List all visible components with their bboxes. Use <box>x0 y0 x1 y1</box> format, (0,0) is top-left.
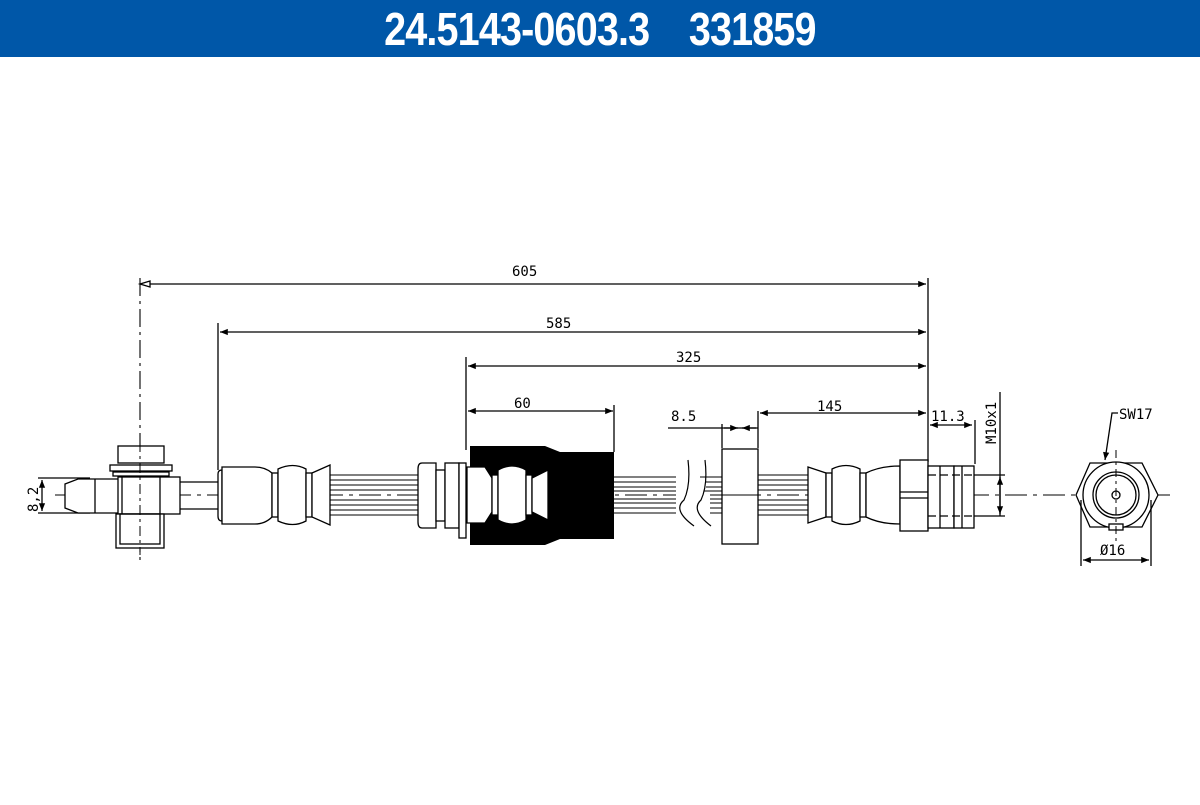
dim-8-5: 8.5 <box>671 409 696 425</box>
dim-60: 60 <box>514 396 531 412</box>
dim-605: 605 <box>512 264 537 280</box>
hose-left <box>330 474 418 516</box>
dim-11-3: 11.3 <box>931 409 965 425</box>
hose-right <box>758 474 808 516</box>
hex-end-view <box>1075 412 1159 566</box>
dim-585: 585 <box>546 316 571 332</box>
hose-clip <box>721 448 759 545</box>
part-number: 24.5143-0603.3 <box>384 2 650 55</box>
dim-diameter-16: Ø16 <box>1100 543 1125 559</box>
dim-m10x1: M10x1 <box>984 402 1000 444</box>
dim-sw17: SW17 <box>1119 407 1153 423</box>
break-symbol <box>676 459 712 530</box>
title-text: 24.5143-0603.3 331859 <box>384 2 816 56</box>
bracket-fitting <box>417 462 467 539</box>
dim-145: 145 <box>817 399 842 415</box>
title-bar: 24.5143-0603.3 331859 <box>0 0 1200 57</box>
hose-middle-2 <box>700 476 722 492</box>
drawing-canvas: 605 585 325 60 8.5 145 11.3 M10x1 8,2 SW… <box>26 264 1170 566</box>
dim-325: 325 <box>676 350 701 366</box>
right-fitting <box>807 459 975 532</box>
technical-drawing: 605 585 325 60 8.5 145 11.3 M10x1 8,2 SW… <box>0 57 1200 800</box>
reference-number: 331859 <box>688 2 817 55</box>
dim-8-2: 8,2 <box>26 487 42 512</box>
